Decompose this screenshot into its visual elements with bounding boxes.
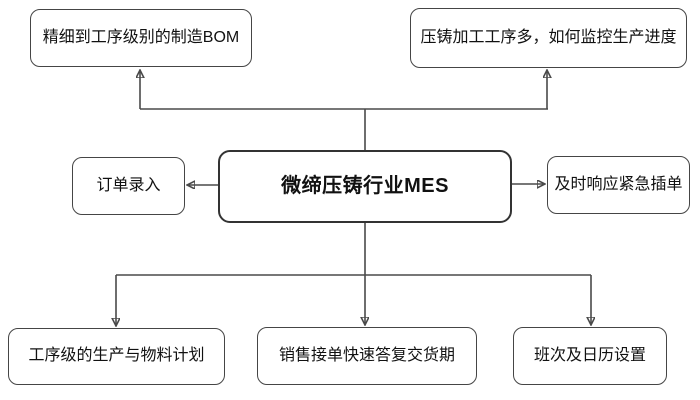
node-monitor-progress: 压铸加工工序多，如何监控生产进度: [410, 8, 687, 68]
node-manufacturing-bom: 精细到工序级别的制造BOM: [30, 9, 252, 67]
node-production-material-plan: 工序级的生产与物料计划: [8, 328, 225, 385]
node-delivery-reply: 销售接单快速答复交货期: [257, 327, 477, 385]
node-center-mes: 微缔压铸行业MES: [218, 150, 512, 223]
node-order-entry: 订单录入: [72, 157, 185, 215]
node-shift-calendar: 班次及日历设置: [513, 327, 667, 385]
node-urgent-orders: 及时响应紧急插单: [547, 156, 690, 214]
